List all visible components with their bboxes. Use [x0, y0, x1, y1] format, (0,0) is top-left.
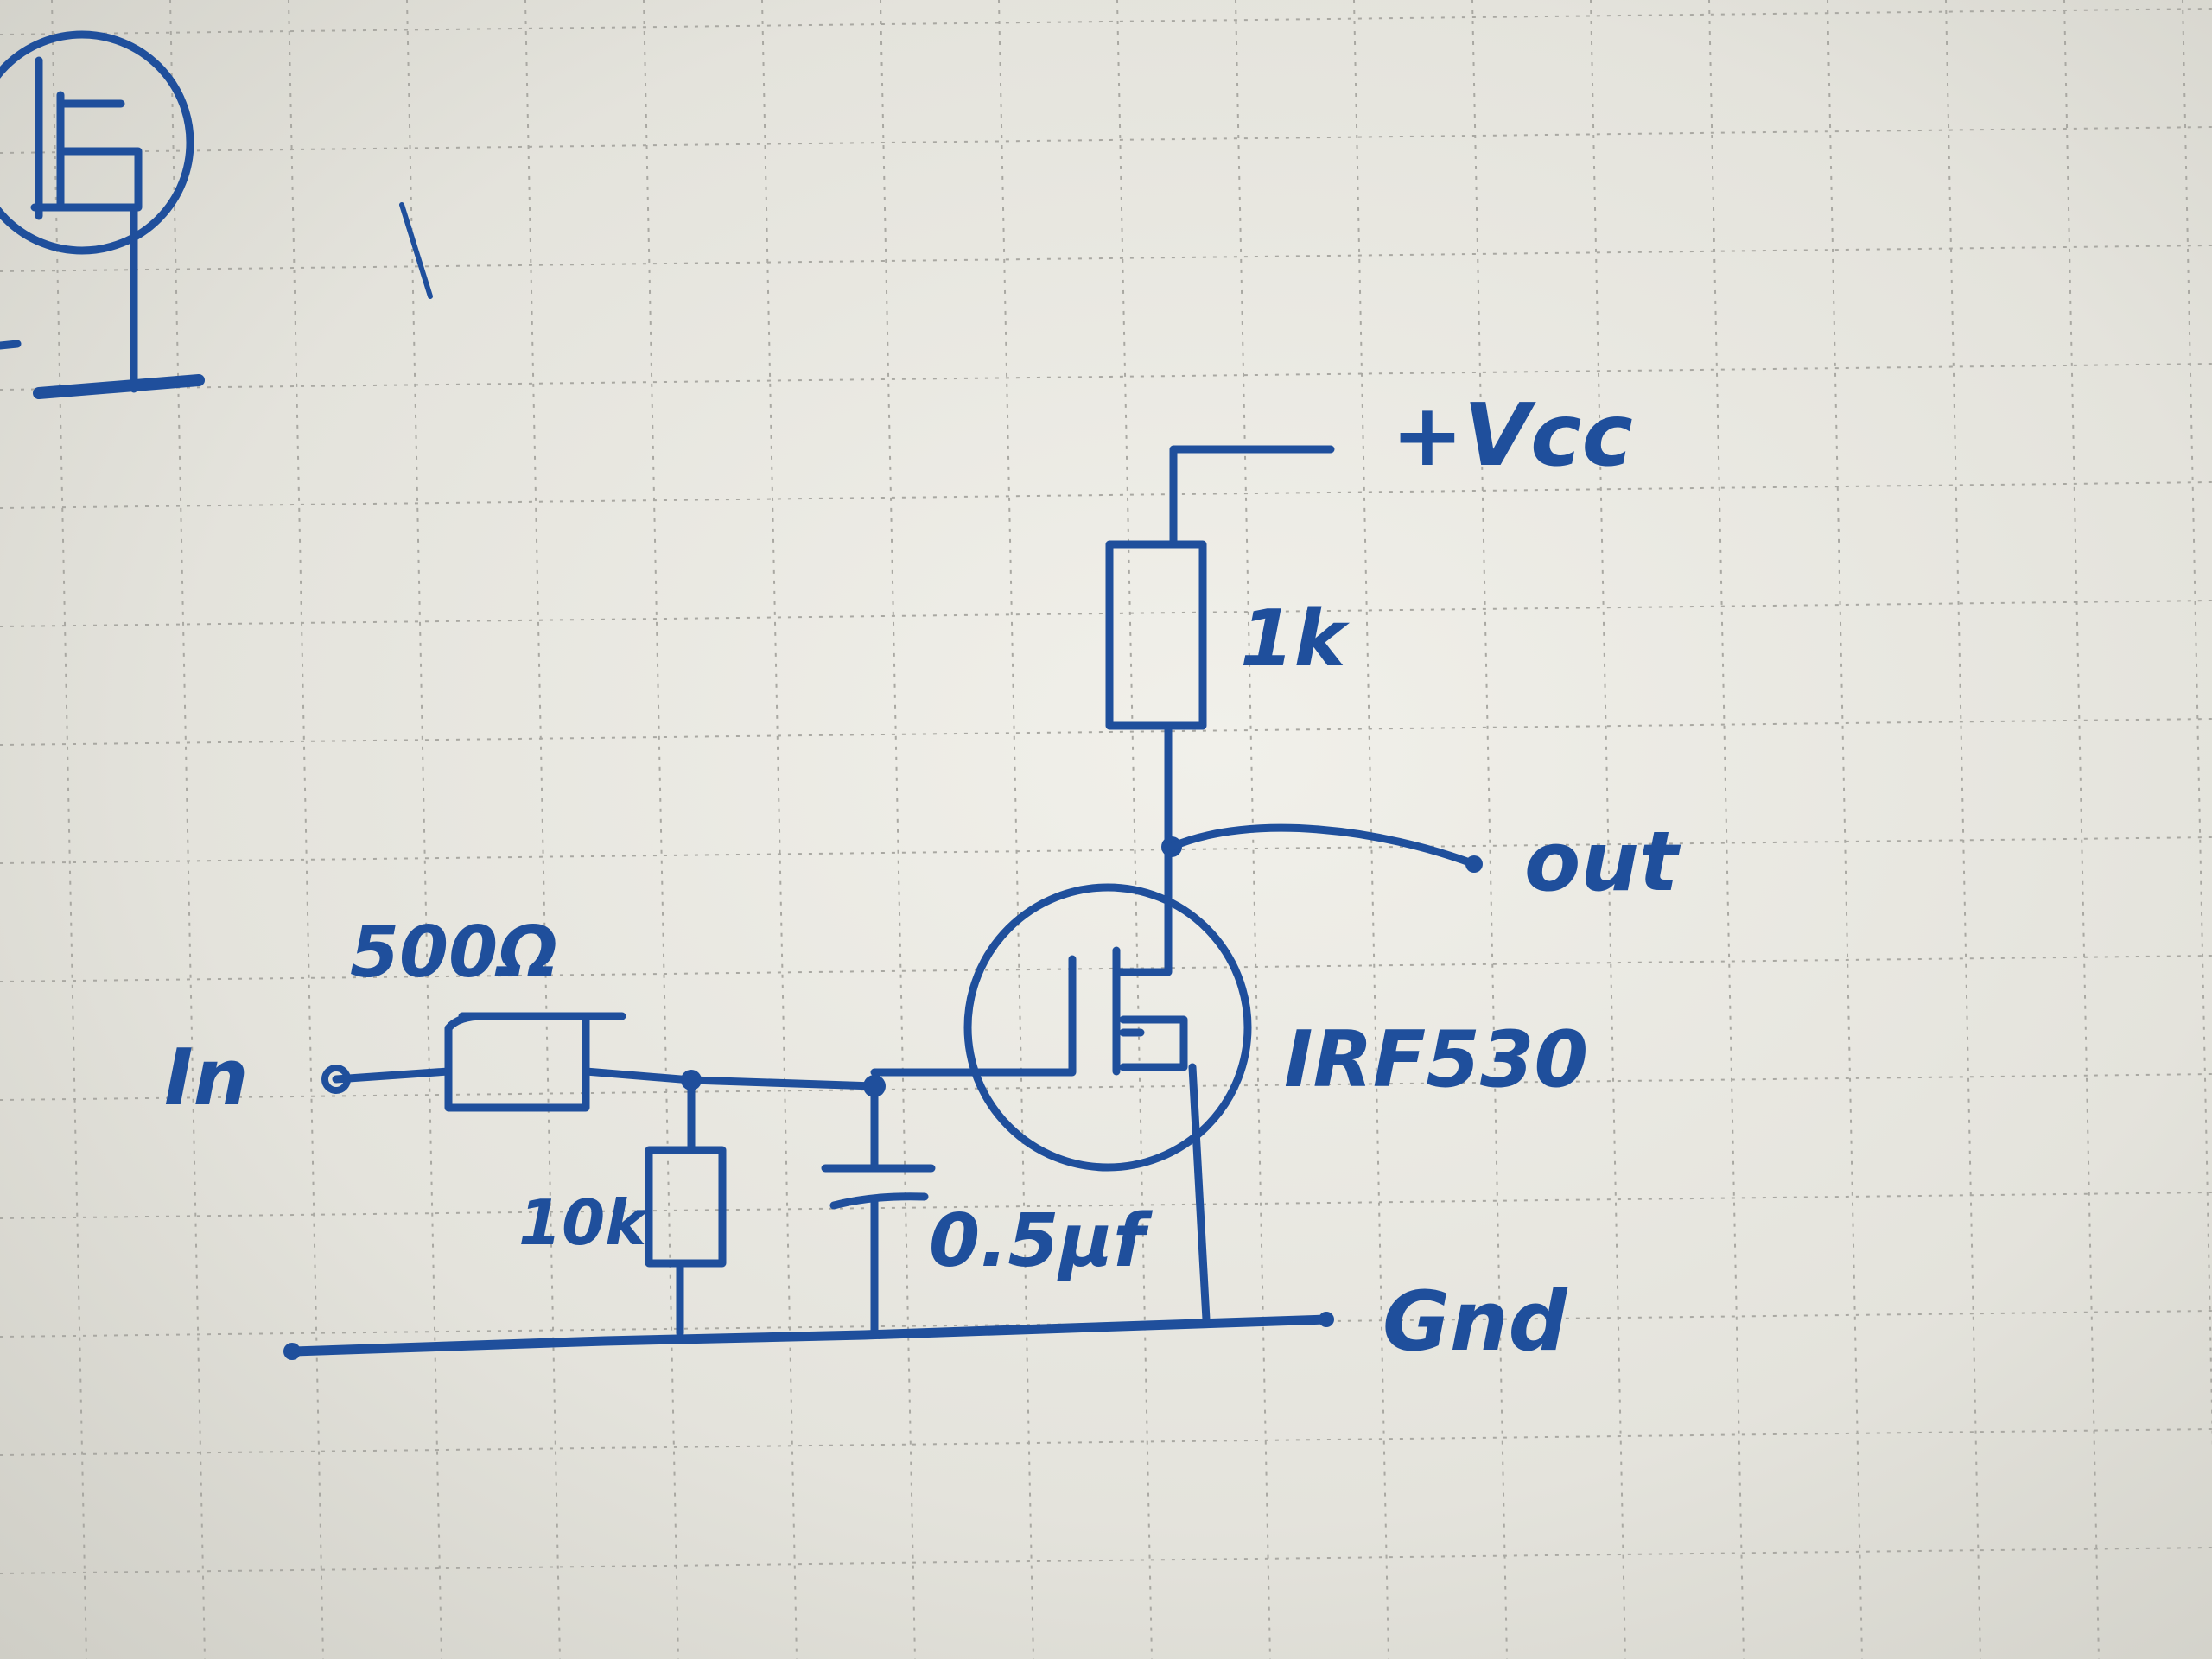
ground-right-terminal: [1319, 1312, 1334, 1327]
output-terminal: [1465, 855, 1483, 873]
grid-line-vertical: [880, 0, 916, 1659]
grid-line-horizontal: [0, 955, 2212, 982]
vcc-rail: [1169, 445, 1335, 549]
grid-line-vertical: [524, 0, 561, 1659]
capacitor-label: 0.5µf: [929, 1198, 1153, 1284]
grid-line-vertical: [288, 0, 324, 1659]
vcc-label: +Vcc: [1391, 385, 1633, 486]
partial-mosfet-symbol: [0, 30, 433, 399]
pulldown-resistor-label: 10k: [518, 1186, 650, 1259]
grid-line-horizontal: [0, 481, 2212, 509]
input-terminal: [321, 1065, 351, 1094]
grid-line-vertical: [1471, 0, 1508, 1659]
grid-line-horizontal: [0, 363, 2212, 391]
grid-line-vertical: [1945, 0, 1981, 1659]
drain-wire: [1112, 721, 1173, 976]
grid-line-vertical: [51, 0, 87, 1659]
grid-line-vertical: [998, 0, 1034, 1659]
grid-line-vertical: [1708, 0, 1745, 1659]
output-wire: [1167, 823, 1478, 868]
grid-line-vertical: [1353, 0, 1389, 1659]
grid-line-vertical: [643, 0, 679, 1659]
grid-line-vertical: [1116, 0, 1153, 1659]
load-resistor-label: 1k: [1240, 594, 1351, 684]
grid-line-horizontal: [0, 1547, 2212, 1574]
grid-line-horizontal: [0, 8, 2212, 35]
grid-line-horizontal: [0, 836, 2212, 864]
grid-line-horizontal: [0, 126, 2212, 154]
grid-line-vertical: [1590, 0, 1626, 1659]
ground-label: Gnd: [1382, 1274, 1568, 1370]
input-resistor-label: 500Ω: [350, 912, 558, 994]
ground-left-terminal: [283, 1343, 301, 1360]
grid-line-horizontal: [0, 1428, 2212, 1456]
grid-line-vertical: [2182, 0, 2212, 1452]
grid-line-vertical: [2063, 0, 2100, 1659]
grid-line-vertical: [169, 0, 206, 1659]
grid-line-horizontal: [0, 245, 2212, 272]
input-label: In: [164, 1033, 249, 1123]
grid-line-vertical: [406, 0, 442, 1659]
junction-node: [863, 1075, 886, 1097]
input-resistor: [444, 1012, 626, 1112]
pulldown-resistor: [645, 1146, 727, 1268]
input-wiring: [289, 1067, 1332, 1357]
junction-node: [681, 1070, 702, 1090]
capacitor: [821, 1164, 936, 1210]
load-resistor: [1105, 540, 1207, 730]
output-label: out: [1524, 815, 1681, 910]
mosfet-label: IRF530: [1284, 1014, 1588, 1105]
grid-line-vertical: [761, 0, 798, 1659]
mosfet-symbol: [870, 883, 1252, 1324]
grid-line-vertical: [1827, 0, 1863, 1659]
